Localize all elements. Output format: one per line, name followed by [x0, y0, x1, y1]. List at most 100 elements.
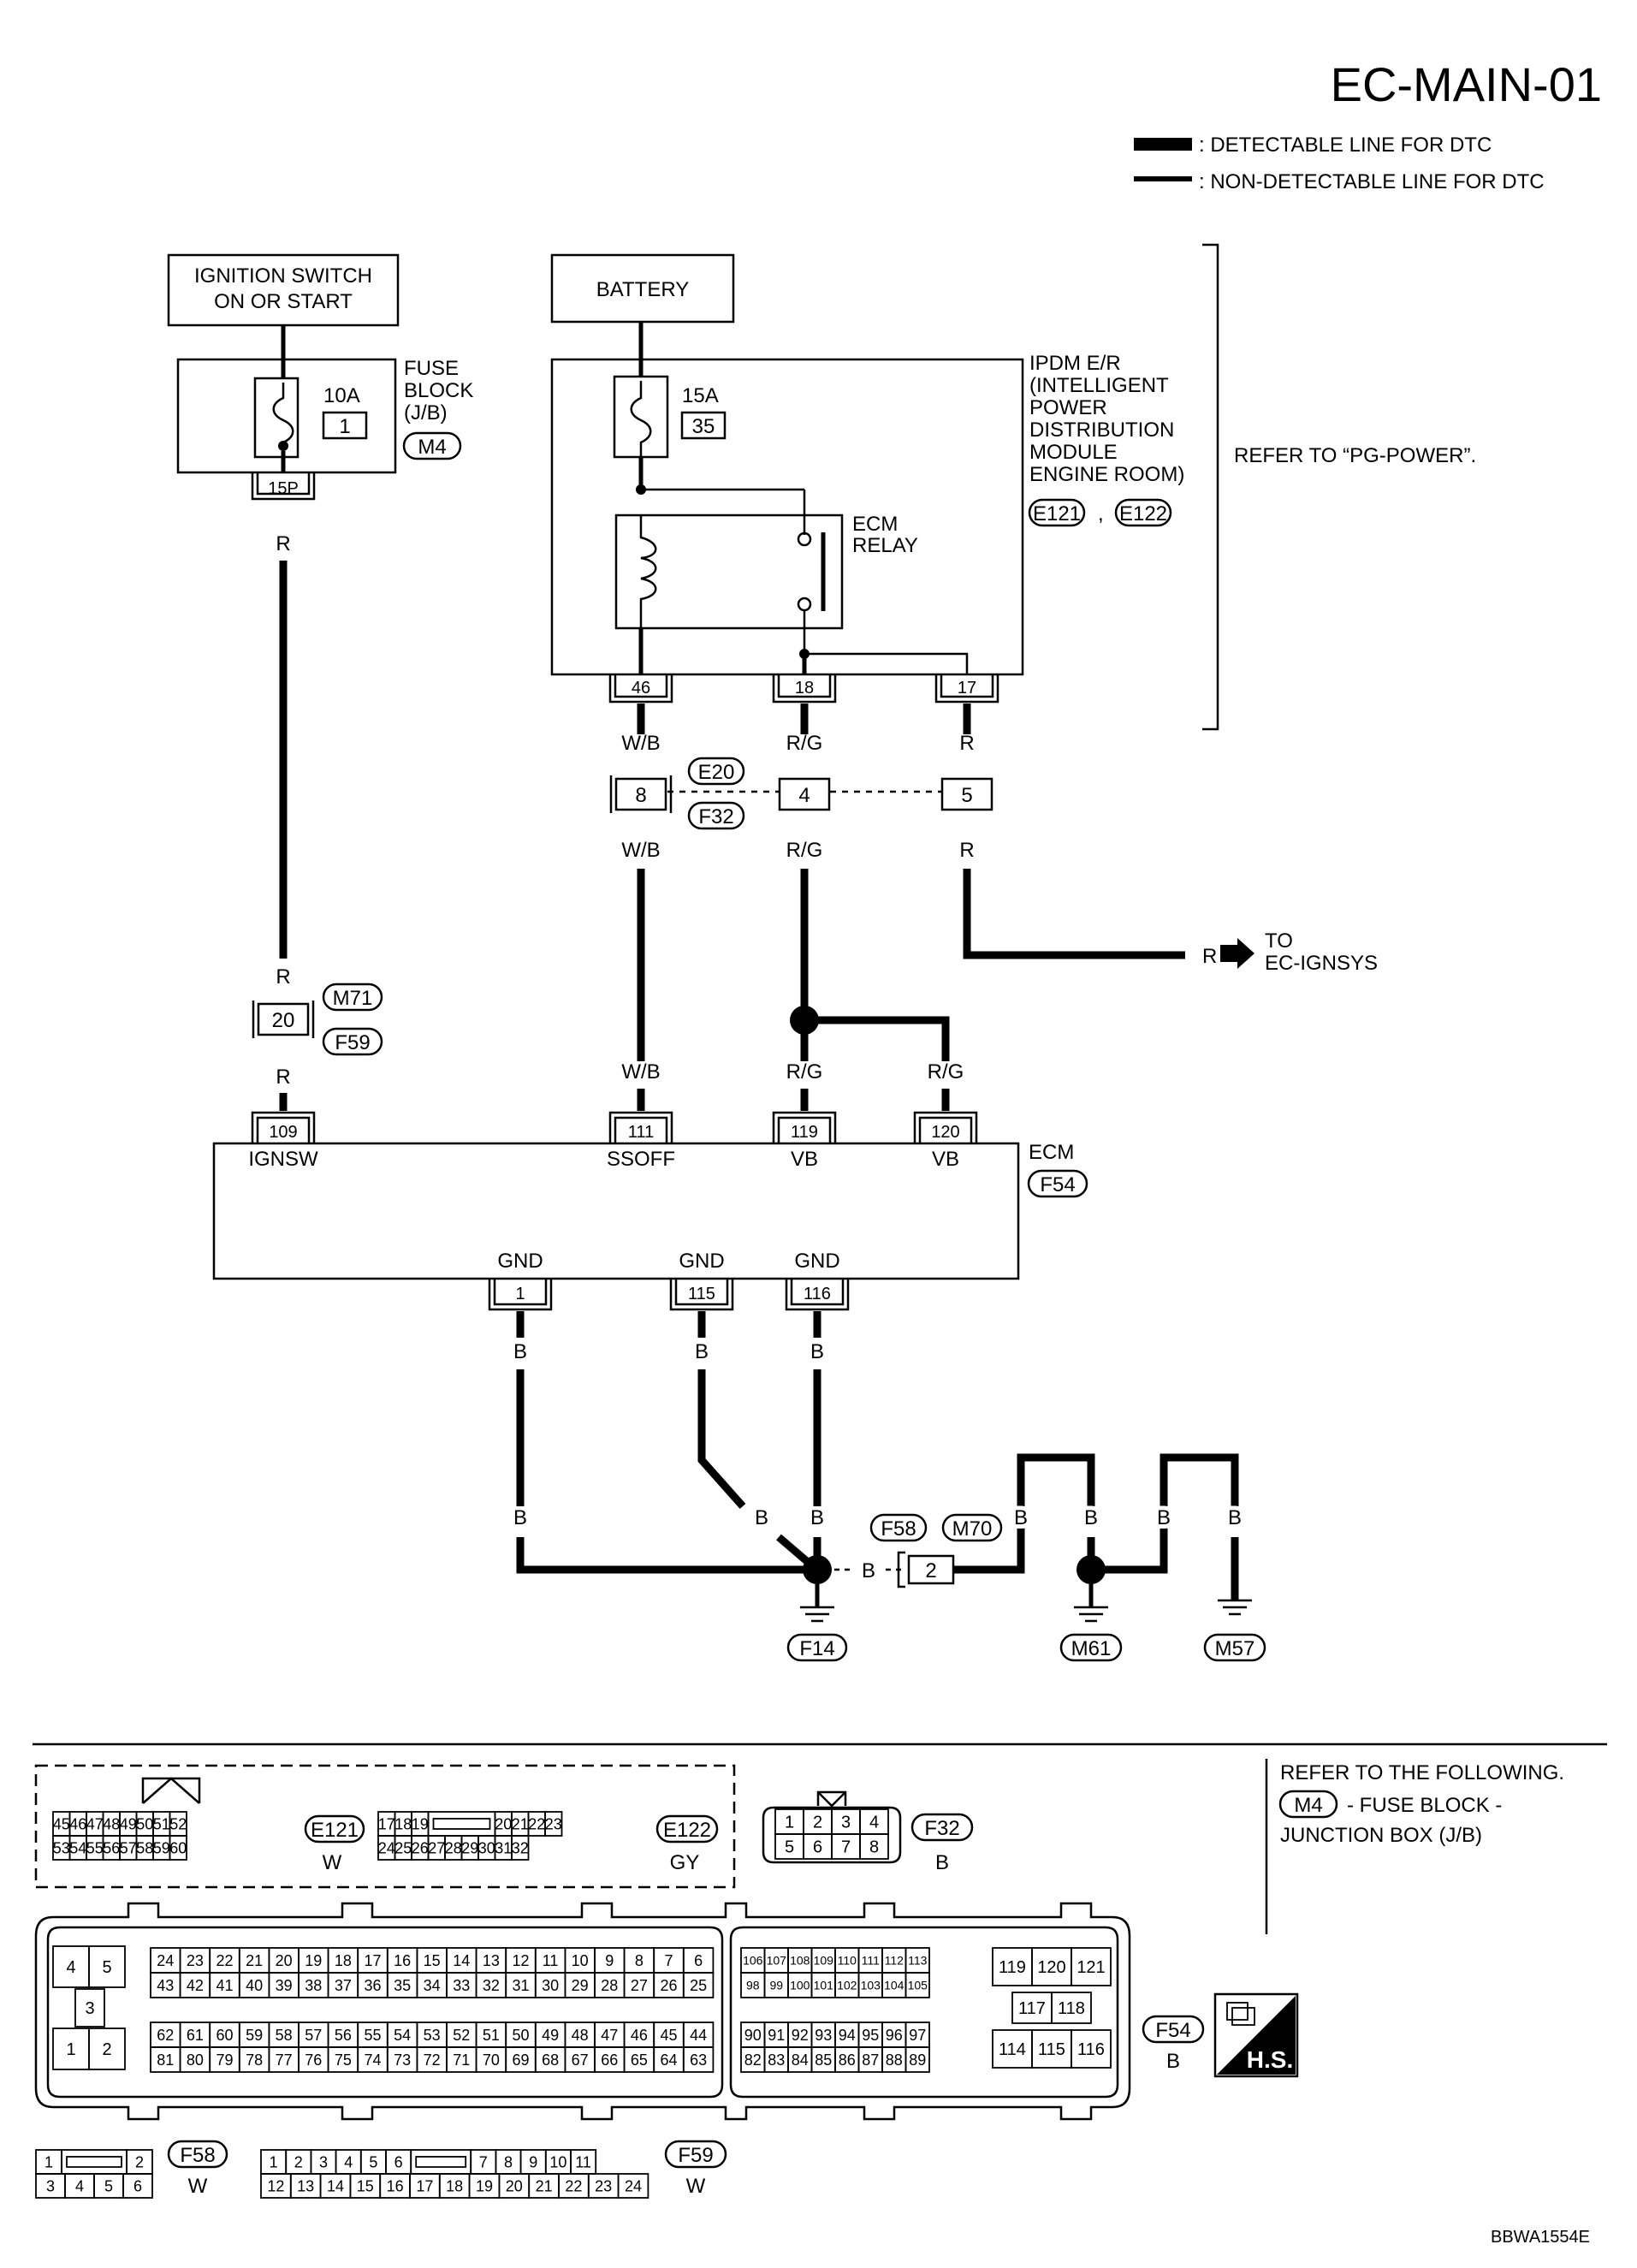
pin-number: 69 [512, 2051, 529, 2069]
e122-color: GY [670, 1851, 700, 1874]
pin-number: 55 [86, 1839, 104, 1856]
ipdm-terminal-17: 17 [934, 674, 999, 704]
wire-color-r-2: R [959, 732, 974, 755]
pin-number: 23 [187, 1952, 204, 1969]
pin-number: 11 [575, 2153, 591, 2170]
pin-number: 83 [768, 2051, 785, 2069]
pin-number: 2 [294, 2153, 303, 2170]
wire-color-rg-2: R/G [786, 839, 823, 862]
pin-number: 49 [542, 2027, 559, 2044]
fuse-10a-number-box [322, 411, 368, 440]
refer-note-conn-tag [1278, 1790, 1338, 1819]
pin-number: 111 [862, 1954, 880, 1968]
pin-number: 1 [785, 1814, 794, 1832]
ecm-terminal-120: 120 [913, 1111, 978, 1143]
ipdm-connector-tag-2 [1114, 498, 1172, 527]
svg-text:20: 20 [272, 1009, 295, 1032]
svg-text:119: 119 [791, 1123, 818, 1142]
refer-pg-power: REFER TO “PG-POWER”. [1234, 444, 1476, 467]
f58-connector-tag [869, 1513, 928, 1542]
pin-number: 7 [841, 1838, 851, 1857]
pin-number: 45 [53, 1815, 70, 1832]
ground-id-f14: F14 [799, 1637, 834, 1660]
pin-number: 33 [453, 1977, 470, 1994]
pin-number: 5 [369, 2153, 377, 2170]
pin-number: 22 [565, 2177, 582, 2194]
svg-text:8: 8 [635, 784, 646, 807]
pin-number: 59 [246, 2027, 263, 2044]
fuse-15a-number-box [680, 411, 727, 440]
pin-number: 74 [364, 2051, 381, 2069]
wire-color-b-9: B [1084, 1506, 1098, 1529]
ecm-pin-label-gnd-116: GND [794, 1250, 839, 1273]
wire-color-r-ignsys: R [1202, 945, 1217, 968]
svg-text:109: 109 [269, 1123, 297, 1142]
pin-cell [544, 1811, 563, 1837]
page-title: EC-MAIN-01 [1331, 57, 1602, 111]
pin-number: 118 [1058, 1999, 1085, 2018]
ecm-relay-label-2: RELAY [852, 534, 918, 557]
pin-number: 14 [327, 2177, 344, 2194]
pin-number: 51 [483, 2027, 500, 2044]
svg-text:1: 1 [515, 1285, 525, 1303]
ecm-terminal-115: 115 [669, 1279, 734, 1311]
lock-tab-icon [66, 2156, 122, 2168]
pin-number: 26 [412, 1839, 429, 1856]
fuse-block-label-1: FUSE [404, 357, 459, 380]
drawing-code: BBWA1554E [1491, 2228, 1590, 2247]
pin-number: 92 [792, 2027, 809, 2044]
pin-number: 57 [120, 1839, 137, 1856]
pin-number: 81 [157, 2051, 174, 2069]
ipdm-connector-id-2: E122 [1119, 502, 1167, 525]
pin-cell [682, 1972, 715, 1998]
fuse-block-terminal-15p: 15P [268, 479, 299, 498]
pin-number: 16 [394, 1952, 411, 1969]
pin-number: 89 [909, 2051, 926, 2069]
pin-number: 17 [364, 1952, 381, 1969]
fuse-10a-holder [253, 377, 300, 459]
pin-number: 96 [886, 2027, 903, 2044]
to-ignsys-arrow-icon [1220, 938, 1254, 969]
pin-number: 38 [305, 1977, 322, 1994]
pin-number: 21 [512, 1815, 529, 1832]
pin-number: 1 [270, 2153, 278, 2170]
pin-number: 114 [999, 2040, 1026, 2059]
pin-number: 9 [529, 2153, 537, 2170]
pin-number: 47 [601, 2027, 618, 2044]
ground-tag-m57 [1203, 1633, 1266, 1662]
pin-number: 53 [53, 1839, 70, 1856]
pin-number: 115 [1038, 2040, 1065, 2059]
wire-color-r-1: R [276, 532, 290, 555]
pin-number: 32 [483, 1977, 500, 1994]
pin-number: 47 [86, 1815, 104, 1832]
pin-number: 23 [595, 2177, 612, 2194]
pin-number: 8 [504, 2153, 513, 2170]
ground-symbol-m57-icon [1218, 1599, 1252, 1616]
pin-number: 32 [512, 1839, 529, 1856]
pin-number: 48 [103, 1815, 120, 1832]
pin-number: 24 [625, 2177, 642, 2194]
pin-cell [427, 1811, 496, 1837]
pin-number: 109 [814, 1954, 834, 1968]
junction-terminal-20: 20 [252, 1000, 315, 1038]
pin-number: 17 [378, 1815, 395, 1832]
pin-number: 6 [813, 1838, 822, 1857]
wire-color-wb-3: W/B [621, 1060, 660, 1084]
pin-cell [61, 2149, 128, 2175]
pin-number: 103 [861, 1979, 881, 1992]
pin-number: 84 [792, 2051, 809, 2069]
pin-number: 90 [744, 2027, 762, 2044]
f54-color: B [1166, 2050, 1180, 2073]
pin-number: 79 [216, 2051, 233, 2069]
pin-number: 86 [839, 2051, 856, 2069]
pin-number: 104 [884, 1979, 905, 1992]
pin-number: 10 [572, 1952, 589, 1969]
pin-number: 19 [305, 1952, 322, 1969]
pin-number: 22 [528, 1815, 545, 1832]
pin-number: 16 [387, 2177, 404, 2194]
pin-number: 56 [103, 1839, 120, 1856]
e122-id: E122 [663, 1819, 711, 1842]
pin-number: 4 [869, 1814, 879, 1832]
